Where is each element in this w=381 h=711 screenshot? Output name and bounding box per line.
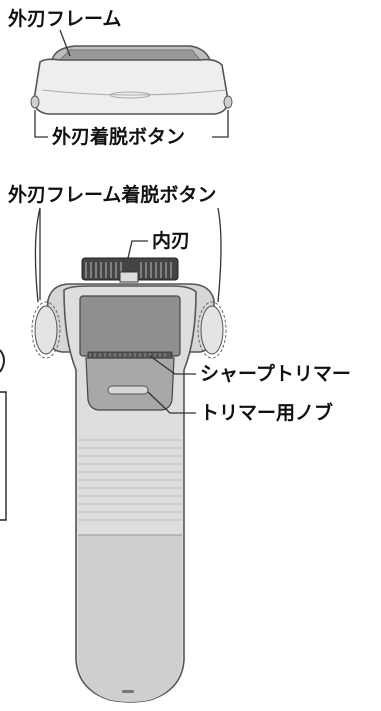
outer-blade-frame-release-button-label: 外刃フレーム着脱ボタン: [8, 184, 217, 206]
outer-blade-frame-part: [30, 45, 233, 115]
leader-trimmer: [149, 355, 196, 375]
parenthesis-mark: [0, 349, 7, 521]
leader-inner: [127, 240, 148, 259]
leader-outer-frame: [59, 29, 71, 57]
sharp-trimmer-label: シャープトリマー: [200, 363, 351, 385]
leader-detach-right: [217, 207, 222, 303]
shaver-body: [31, 257, 227, 703]
outer-blade-frame-label: 外刃フレーム: [8, 8, 122, 30]
inner-blade-part: [81, 257, 179, 283]
trimmer-knob-label: トリマー用ノブ: [200, 402, 334, 424]
leader-knob: [147, 391, 196, 414]
outer-blade-release-button-label: 外刃着脱ボタン: [52, 126, 186, 148]
inner-blade-label: 内刃: [152, 230, 191, 252]
leader-frame-btn-right: [212, 110, 229, 138]
leader-frame-btn-left: [34, 110, 48, 138]
